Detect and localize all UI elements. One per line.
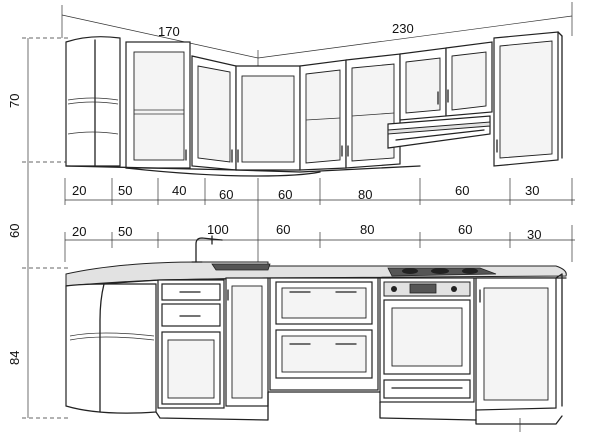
base-cabinets	[65, 273, 563, 432]
dim-upper-height: 70	[7, 94, 22, 108]
dim-base-w-6: 30	[527, 227, 541, 242]
dim-base-w-3: 60	[276, 222, 290, 237]
sink	[211, 263, 271, 271]
range-hood-icon	[387, 115, 491, 149]
dim-top-right: 230	[392, 21, 414, 36]
dim-top-left: 170	[158, 24, 180, 39]
dim-base-w-2: 100	[207, 222, 229, 237]
dim-upper-w-3: 60	[219, 187, 233, 202]
dim-base-height: 84	[7, 351, 22, 365]
dimension-lines	[22, 2, 575, 419]
dim-upper-w-4: 60	[278, 187, 292, 202]
dim-upper-w-7: 30	[525, 183, 539, 198]
dim-base-w-1: 50	[118, 224, 132, 239]
dim-base-w-5: 60	[458, 222, 472, 237]
dim-middle-height: 60	[7, 224, 22, 238]
faucet-icon	[191, 235, 223, 263]
dim-upper-w-1: 50	[118, 183, 132, 198]
dim-base-w-4: 80	[360, 222, 374, 237]
base-open-shelf	[65, 283, 157, 414]
upper-cabinets	[65, 31, 563, 177]
upper-open-shelf	[65, 36, 121, 167]
dim-upper-w-2: 40	[172, 183, 186, 198]
stove-icon	[387, 267, 497, 277]
dimension-labels: 170 230 70 60 84 20 50 40 60 60 80 60 30…	[7, 21, 541, 365]
dim-upper-w-0: 20	[72, 183, 86, 198]
oven-icon	[379, 277, 475, 403]
dim-base-w-0: 20	[72, 224, 86, 239]
dim-upper-w-5: 80	[358, 187, 372, 202]
dim-upper-w-6: 60	[455, 183, 469, 198]
